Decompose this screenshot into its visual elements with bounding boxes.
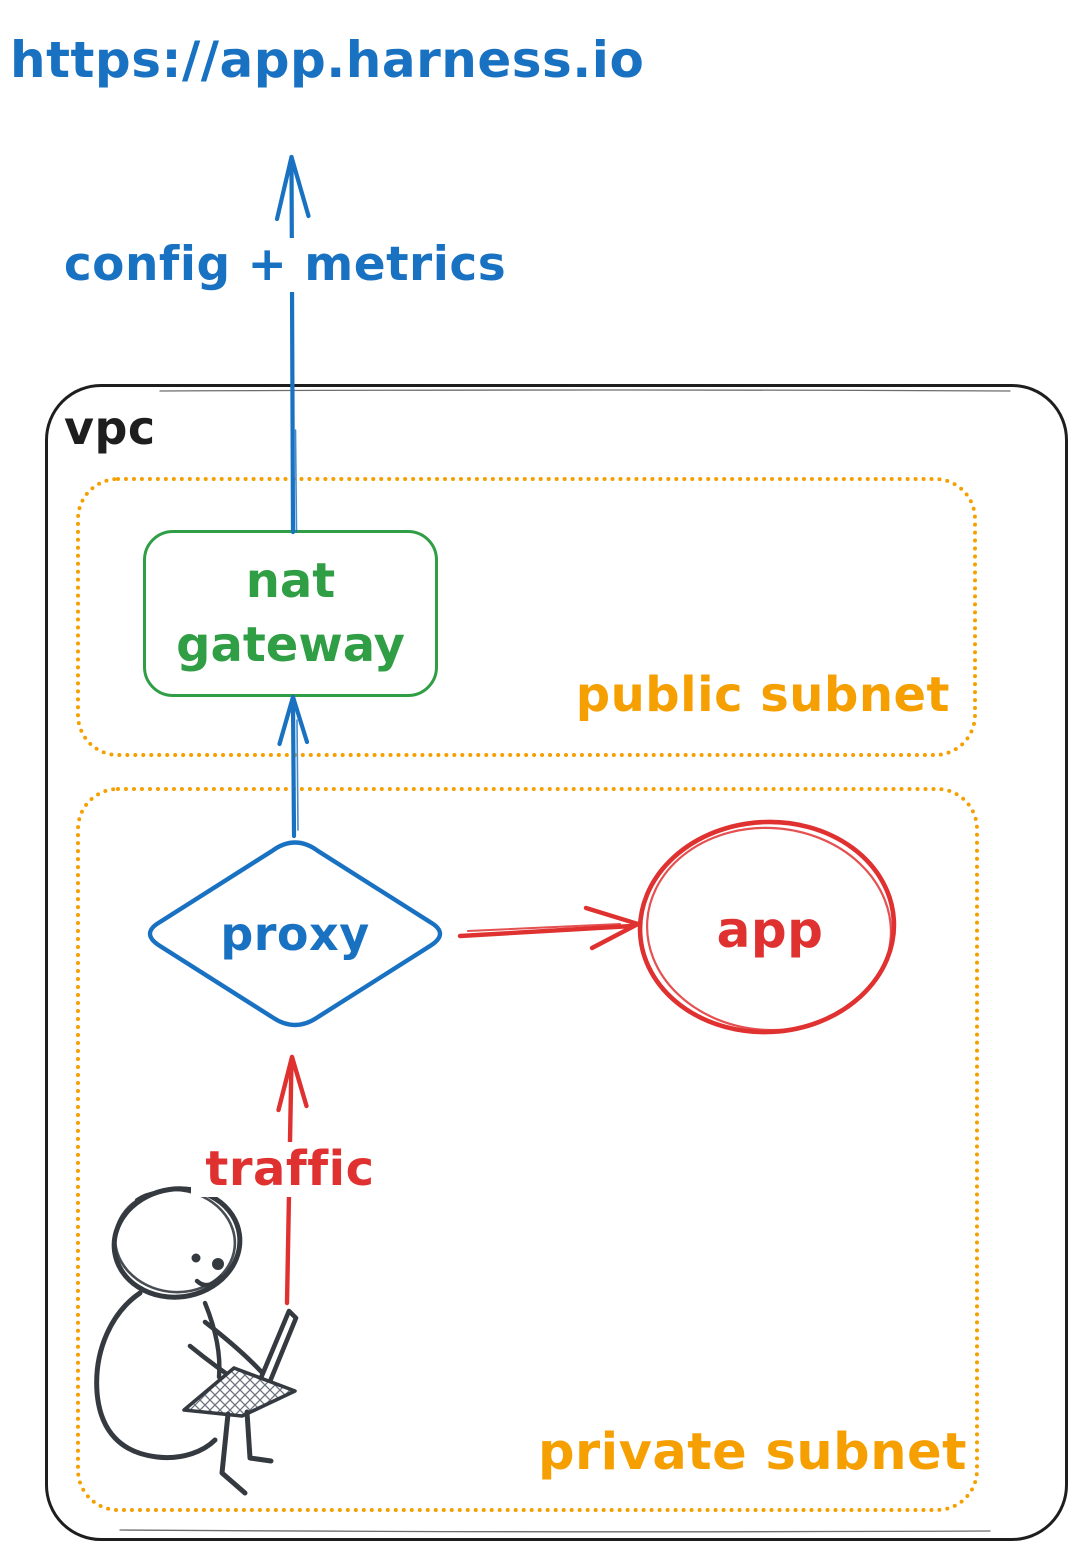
person-ear-dot	[212, 1258, 224, 1270]
nat-gateway-label-line2: gateway	[176, 616, 405, 673]
public-subnet-box	[76, 477, 977, 757]
laptop-keyboard	[182, 1366, 297, 1418]
person-leg-back	[244, 1409, 274, 1464]
arrow-proxy-to-app	[457, 905, 641, 951]
vpc-label: vpc	[64, 401, 156, 455]
person-with-laptop-illustration	[94, 1186, 299, 1496]
arrow-proxy-to-nat	[277, 694, 310, 839]
person-smile	[194, 1274, 224, 1288]
app-node-shape	[637, 819, 897, 1035]
nat-gateway-label-line1: nat	[245, 553, 336, 610]
private-subnet-label: private subnet	[538, 1423, 967, 1482]
private-subnet-box	[76, 787, 979, 1512]
traffic-label: traffic	[191, 1141, 389, 1198]
person-eye	[191, 1253, 201, 1263]
proxy-label: proxy	[220, 907, 370, 961]
nat-gateway-node: nat gateway	[143, 530, 438, 697]
config-metrics-label: config + metrics	[62, 237, 508, 293]
app-label: app	[716, 901, 824, 959]
person-body	[94, 1290, 218, 1461]
harness-url-label: https://app.harness.io	[10, 31, 645, 89]
person-leg-front	[219, 1411, 248, 1496]
vpc-sketch-accents	[119, 389, 1011, 1533]
public-subnet-label: public subnet	[575, 667, 950, 723]
arrow-config-metrics	[274, 154, 311, 535]
vpc-container-box	[45, 384, 1068, 1541]
proxy-node-shape	[147, 840, 443, 1028]
